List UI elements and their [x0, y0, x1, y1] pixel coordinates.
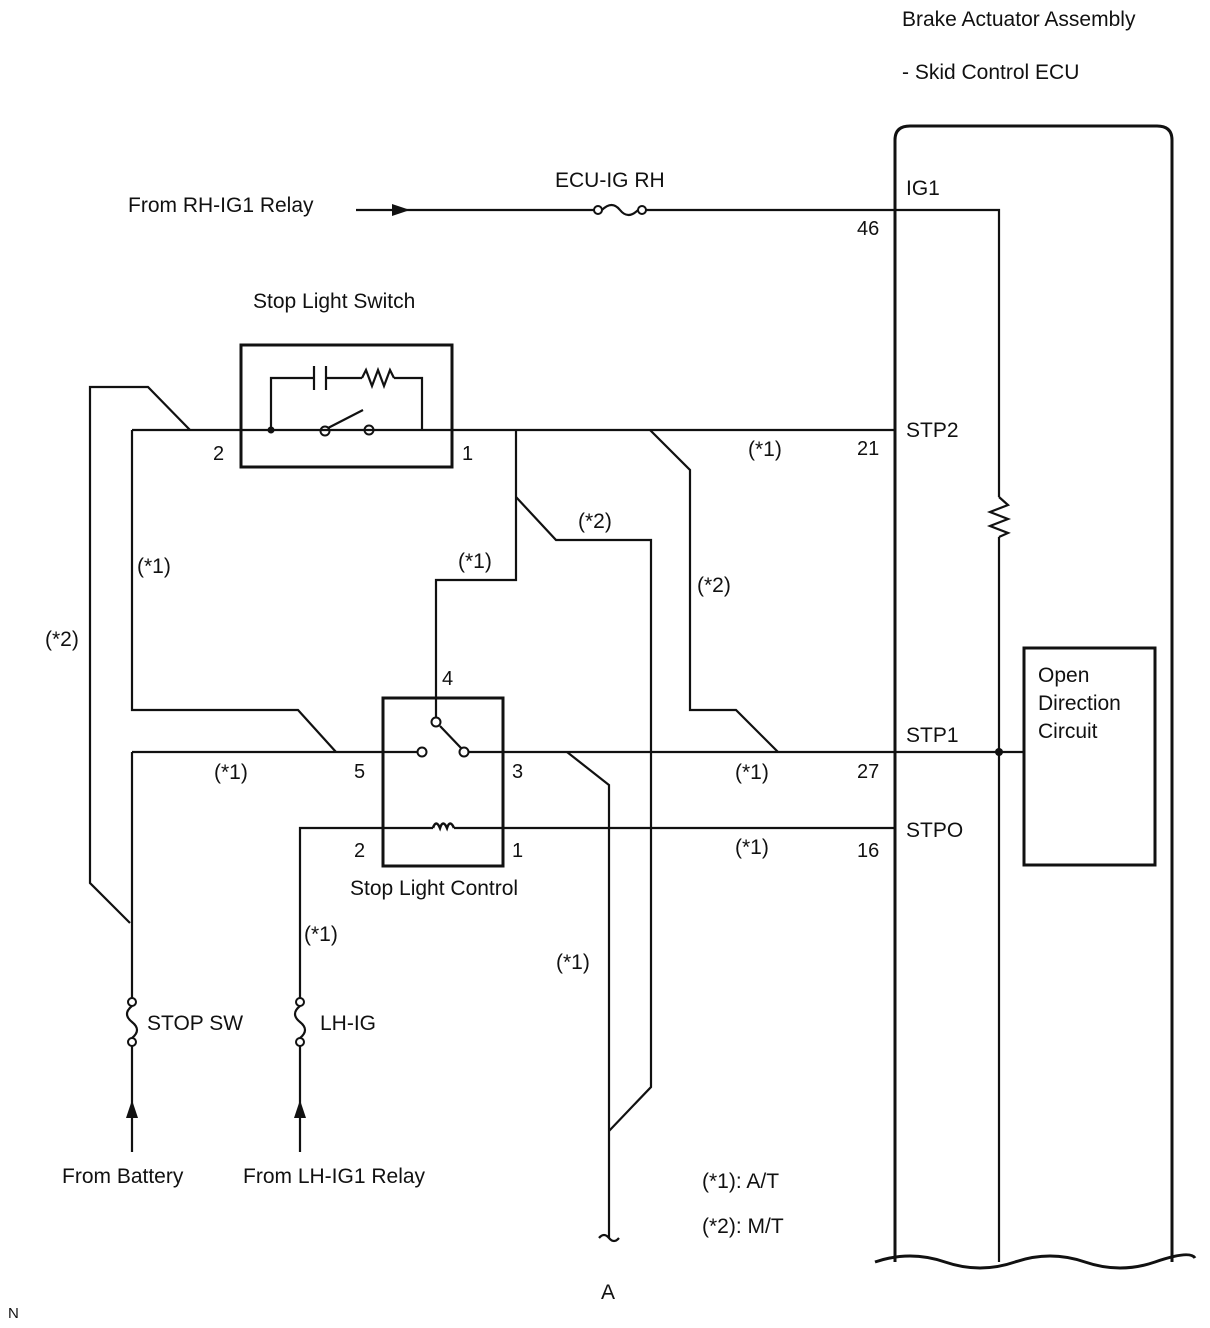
note-b-upper: (*2) — [578, 510, 612, 533]
source-lh-ig1: From LH-IG1 Relay — [243, 1165, 426, 1188]
connector-a-label: A — [601, 1281, 615, 1304]
terminal-stpo: STPO — [906, 819, 963, 842]
ecu-title: Brake Actuator Assembly — [902, 8, 1136, 31]
fuse-stop-sw-label: STOP SW — [147, 1012, 243, 1035]
open-direction-line3: Circuit — [1038, 720, 1098, 743]
pin-46: 46 — [857, 218, 879, 240]
legend-at: (*1): A/T — [702, 1170, 779, 1193]
note-a-stp2: (*1) — [748, 438, 782, 461]
wire-mt-stp2-stp1 — [649, 429, 779, 753]
terminal-ig1: IG1 — [906, 177, 940, 200]
arrow-right-icon — [392, 204, 410, 216]
slc-pin-3: 3 — [512, 761, 523, 783]
slc-pin-4: 4 — [442, 668, 453, 690]
slc-pin-5: 5 — [354, 761, 365, 783]
pin-21: 21 — [857, 438, 879, 460]
open-direction-circuit-block — [1022, 646, 1157, 867]
fuse-stop-sw — [125, 997, 139, 1047]
note-a-to-a: (*1) — [556, 951, 590, 974]
fuse-ecu-ig-rh — [593, 203, 647, 217]
wire-control3-to-a — [566, 751, 611, 1238]
note-a-control5: (*1) — [214, 761, 248, 784]
connector-break-icon — [598, 1233, 620, 1243]
sls-pin-1: 1 — [462, 443, 473, 465]
ecu-subtitle: - Skid Control ECU — [902, 61, 1079, 84]
terminal-stp2: STP2 — [906, 419, 959, 442]
open-direction-line2: Direction — [1038, 692, 1121, 715]
arrow-up-icon — [126, 1100, 138, 1118]
source-rh-ig1: From RH-IG1 Relay — [128, 194, 314, 217]
stop-light-switch-label: Stop Light Switch — [253, 290, 415, 313]
wire-control2 — [298, 826, 433, 1000]
note-a-stp1: (*1) — [735, 761, 769, 784]
arrow-up-icon — [294, 1100, 306, 1118]
slc-pin-1: 1 — [512, 840, 523, 862]
fuse-lh-ig-label: LH-IG — [320, 1012, 376, 1035]
terminal-stp1: STP1 — [906, 724, 959, 747]
legend-mt: (*2): M/T — [702, 1215, 784, 1238]
fuse-ecu-ig-rh-label: ECU-IG RH — [555, 169, 665, 192]
note-a-lh-ig: (*1) — [304, 923, 338, 946]
wire-sls1-to-control4 — [434, 430, 518, 722]
slc-pin-2: 2 — [354, 840, 365, 862]
note-a-stpo: (*1) — [735, 836, 769, 859]
open-direction-line1: Open — [1038, 664, 1089, 687]
pin-27: 27 — [857, 761, 879, 783]
stop-light-control-box — [381, 696, 505, 868]
pin-16: 16 — [857, 840, 879, 862]
junction-dot — [995, 748, 1003, 756]
sls-pin-2: 2 — [213, 443, 224, 465]
wire-mt-outer — [88, 385, 191, 924]
source-battery: From Battery — [62, 1165, 184, 1188]
wire-sls2-to-control5 — [130, 430, 337, 753]
stop-light-control-label: Stop Light Control — [350, 877, 518, 900]
wire-mt-to-a — [515, 496, 653, 1132]
ecu-housing — [874, 124, 1197, 1270]
stop-light-control-internals — [416, 716, 470, 832]
stop-light-switch-box — [239, 343, 454, 469]
note-a-upper: (*1) — [458, 550, 492, 573]
note-b-right: (*2) — [697, 574, 731, 597]
stop-light-switch-internals — [267, 366, 424, 437]
ecu-internal-wiring — [895, 208, 1024, 1262]
fuse-lh-ig — [293, 997, 307, 1047]
corner-mark: N — [8, 1305, 19, 1322]
note-a-left: (*1) — [137, 555, 171, 578]
note-b-outer: (*2) — [45, 628, 79, 651]
